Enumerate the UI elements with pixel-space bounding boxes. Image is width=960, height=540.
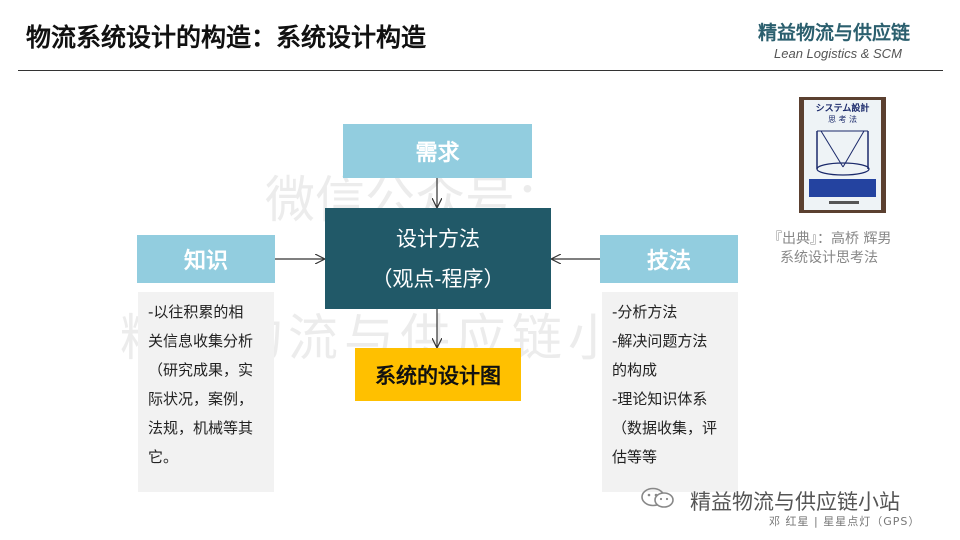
technique-line: -解决问题方法 xyxy=(612,332,708,350)
author-credit: 邓 红星 | 星星点灯（GPS） xyxy=(769,515,921,528)
wechat-icon xyxy=(641,487,674,508)
page-title: 物流系统设计的构造：系统设计构造 xyxy=(26,23,427,52)
system-design-result-box: 系统的设计图 xyxy=(355,348,521,401)
technique-description-panel: -分析方法 -解决问题方法 的构成 -理论知识体系 （数据收集，评 估等等 xyxy=(602,292,738,492)
technique-box: 技法 xyxy=(600,235,738,283)
technique-line: -分析方法 xyxy=(612,303,678,321)
knowledge-line: -以往积累的相 xyxy=(148,303,244,321)
knowledge-box: 知识 xyxy=(137,235,275,283)
knowledge-line: 关信息收集分析 xyxy=(148,332,254,350)
book-title-line2: 思 考 法 xyxy=(828,114,857,124)
knowledge-line: 际状况，案例， xyxy=(148,390,254,408)
book-title-line1: システム設計 xyxy=(816,102,870,114)
book-cover-image: システム設計 思 考 法 xyxy=(799,97,886,213)
channel-name: 精益物流与供应链小站 xyxy=(690,490,900,514)
design-method-box: 设计方法 （观点-程序） xyxy=(325,208,551,309)
knowledge-label: 知识 xyxy=(183,248,228,274)
source-citation: 『出典』：高桥 辉男 xyxy=(768,231,892,247)
title-divider xyxy=(18,70,943,71)
source-book-title: 系统设计思考法 xyxy=(780,250,878,266)
technique-line: （数据收集，评 xyxy=(612,419,718,437)
knowledge-line: 它。 xyxy=(148,448,179,466)
knowledge-line: （研究成果，实 xyxy=(148,361,254,379)
brand-subtitle: Lean Logistics & SCM xyxy=(774,46,902,61)
technique-line: 估等等 xyxy=(612,448,658,466)
knowledge-description-panel: -以往积累的相 关信息收集分析 （研究成果，实 际状况，案例， 法规，机械等其 … xyxy=(138,292,274,492)
demand-label: 需求 xyxy=(415,140,460,166)
design-method-subtitle: （观点-程序） xyxy=(371,266,505,291)
result-label: 系统的设计图 xyxy=(375,362,501,388)
technique-line: 的构成 xyxy=(612,361,658,379)
technique-label: 技法 xyxy=(646,248,691,274)
technique-line: -理论知识体系 xyxy=(612,390,708,408)
brand-name: 精益物流与供应链 xyxy=(758,22,911,44)
design-method-title: 设计方法 xyxy=(396,226,480,251)
demand-box: 需求 xyxy=(343,124,532,178)
knowledge-line: 法规，机械等其 xyxy=(148,419,254,437)
